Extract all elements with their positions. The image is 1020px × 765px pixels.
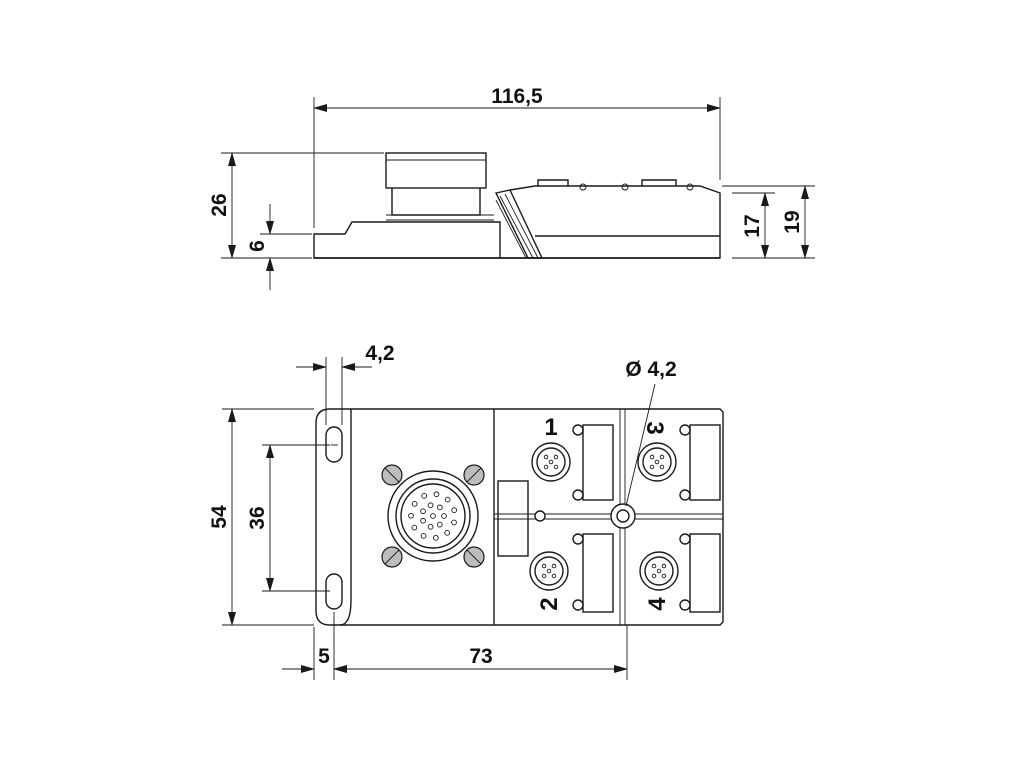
- connector-pin: [427, 502, 434, 509]
- side-connector-cap: [385, 152, 487, 189]
- top-flange: [339, 409, 352, 626]
- connector-pin: [444, 529, 451, 536]
- dim-total-width: 54: [208, 505, 231, 529]
- connector-pin: [553, 464, 559, 470]
- side-port-cap: [537, 179, 569, 186]
- port-2-label: 2: [536, 597, 563, 610]
- connector-pin: [408, 512, 414, 519]
- connector-pin: [432, 534, 439, 541]
- top-housing: [315, 408, 724, 626]
- port-1: 1: [531, 414, 614, 501]
- connector-pin: [421, 493, 428, 499]
- side-module-body: [500, 185, 721, 259]
- connector-pin: [659, 464, 665, 470]
- port-1-label: 1: [544, 414, 557, 441]
- dim-body-height: 17: [741, 214, 764, 237]
- mounting-hole-center: [610, 503, 636, 529]
- side-grip: [494, 189, 544, 259]
- side-base-plate: [313, 221, 501, 259]
- connector-pin: [659, 454, 665, 460]
- dim-total-length: 116,5: [491, 85, 543, 108]
- connector-pin: [437, 521, 443, 528]
- main-connector: [381, 464, 485, 568]
- connector-pin: [543, 454, 549, 460]
- connector-pin: [651, 573, 657, 579]
- connector-pin: [441, 513, 447, 519]
- mounting-slot-bottom: [325, 573, 343, 610]
- port-4-label: 4: [644, 597, 671, 611]
- connector-pin: [541, 573, 547, 579]
- port-3: 3: [637, 421, 721, 501]
- connector-pin: [656, 568, 662, 574]
- connector-pin: [654, 459, 660, 465]
- connector-pin: [546, 568, 552, 574]
- connector-pin: [411, 500, 418, 507]
- connector-pin: [420, 517, 426, 524]
- dim-hole-diameter: Ø 4,2: [625, 358, 676, 381]
- dim-total-height: 26: [208, 193, 231, 216]
- dim-hole-spacing: 36: [246, 506, 269, 529]
- label-window: [497, 480, 529, 557]
- connector-pin: [649, 464, 655, 470]
- dim-slot-width: 4,2: [365, 342, 394, 365]
- connector-pin: [444, 496, 451, 503]
- connector-pin: [451, 507, 458, 513]
- port-2: 2: [529, 533, 614, 613]
- connector-pin: [437, 504, 443, 511]
- mounting-slot-top: [325, 426, 343, 463]
- connector-pin: [451, 519, 457, 526]
- connector-pin: [651, 563, 657, 569]
- port-3-label: 3: [641, 421, 668, 434]
- connector-pin: [420, 508, 426, 515]
- connector-pin: [541, 563, 547, 569]
- connector-pin: [433, 491, 440, 498]
- connector-pin: [420, 533, 427, 539]
- connector-pin: [551, 573, 557, 579]
- connector-pin: [543, 464, 549, 470]
- connector-pin: [649, 454, 655, 460]
- dim-hole-distance: 73: [469, 645, 492, 668]
- connector-pin: [411, 524, 418, 531]
- connector-pin: [551, 563, 557, 569]
- connector-pin: [548, 459, 554, 465]
- connector-pin: [427, 523, 434, 530]
- connector-pin: [661, 573, 667, 579]
- top-view: 1 3 2 4: [208, 342, 724, 680]
- dim-base-height: 6: [246, 240, 269, 252]
- side-view: 116,5 26 6 17 19: [208, 85, 815, 290]
- connector-pin: [661, 563, 667, 569]
- port-4: 4: [639, 533, 721, 613]
- connector-pin: [430, 513, 436, 519]
- side-port-cap: [641, 179, 677, 186]
- connector-pin: [553, 454, 559, 460]
- dim-body-height-caps: 19: [781, 210, 804, 233]
- side-connector-neck: [391, 188, 481, 216]
- dim-edge-offset: 5: [318, 645, 330, 668]
